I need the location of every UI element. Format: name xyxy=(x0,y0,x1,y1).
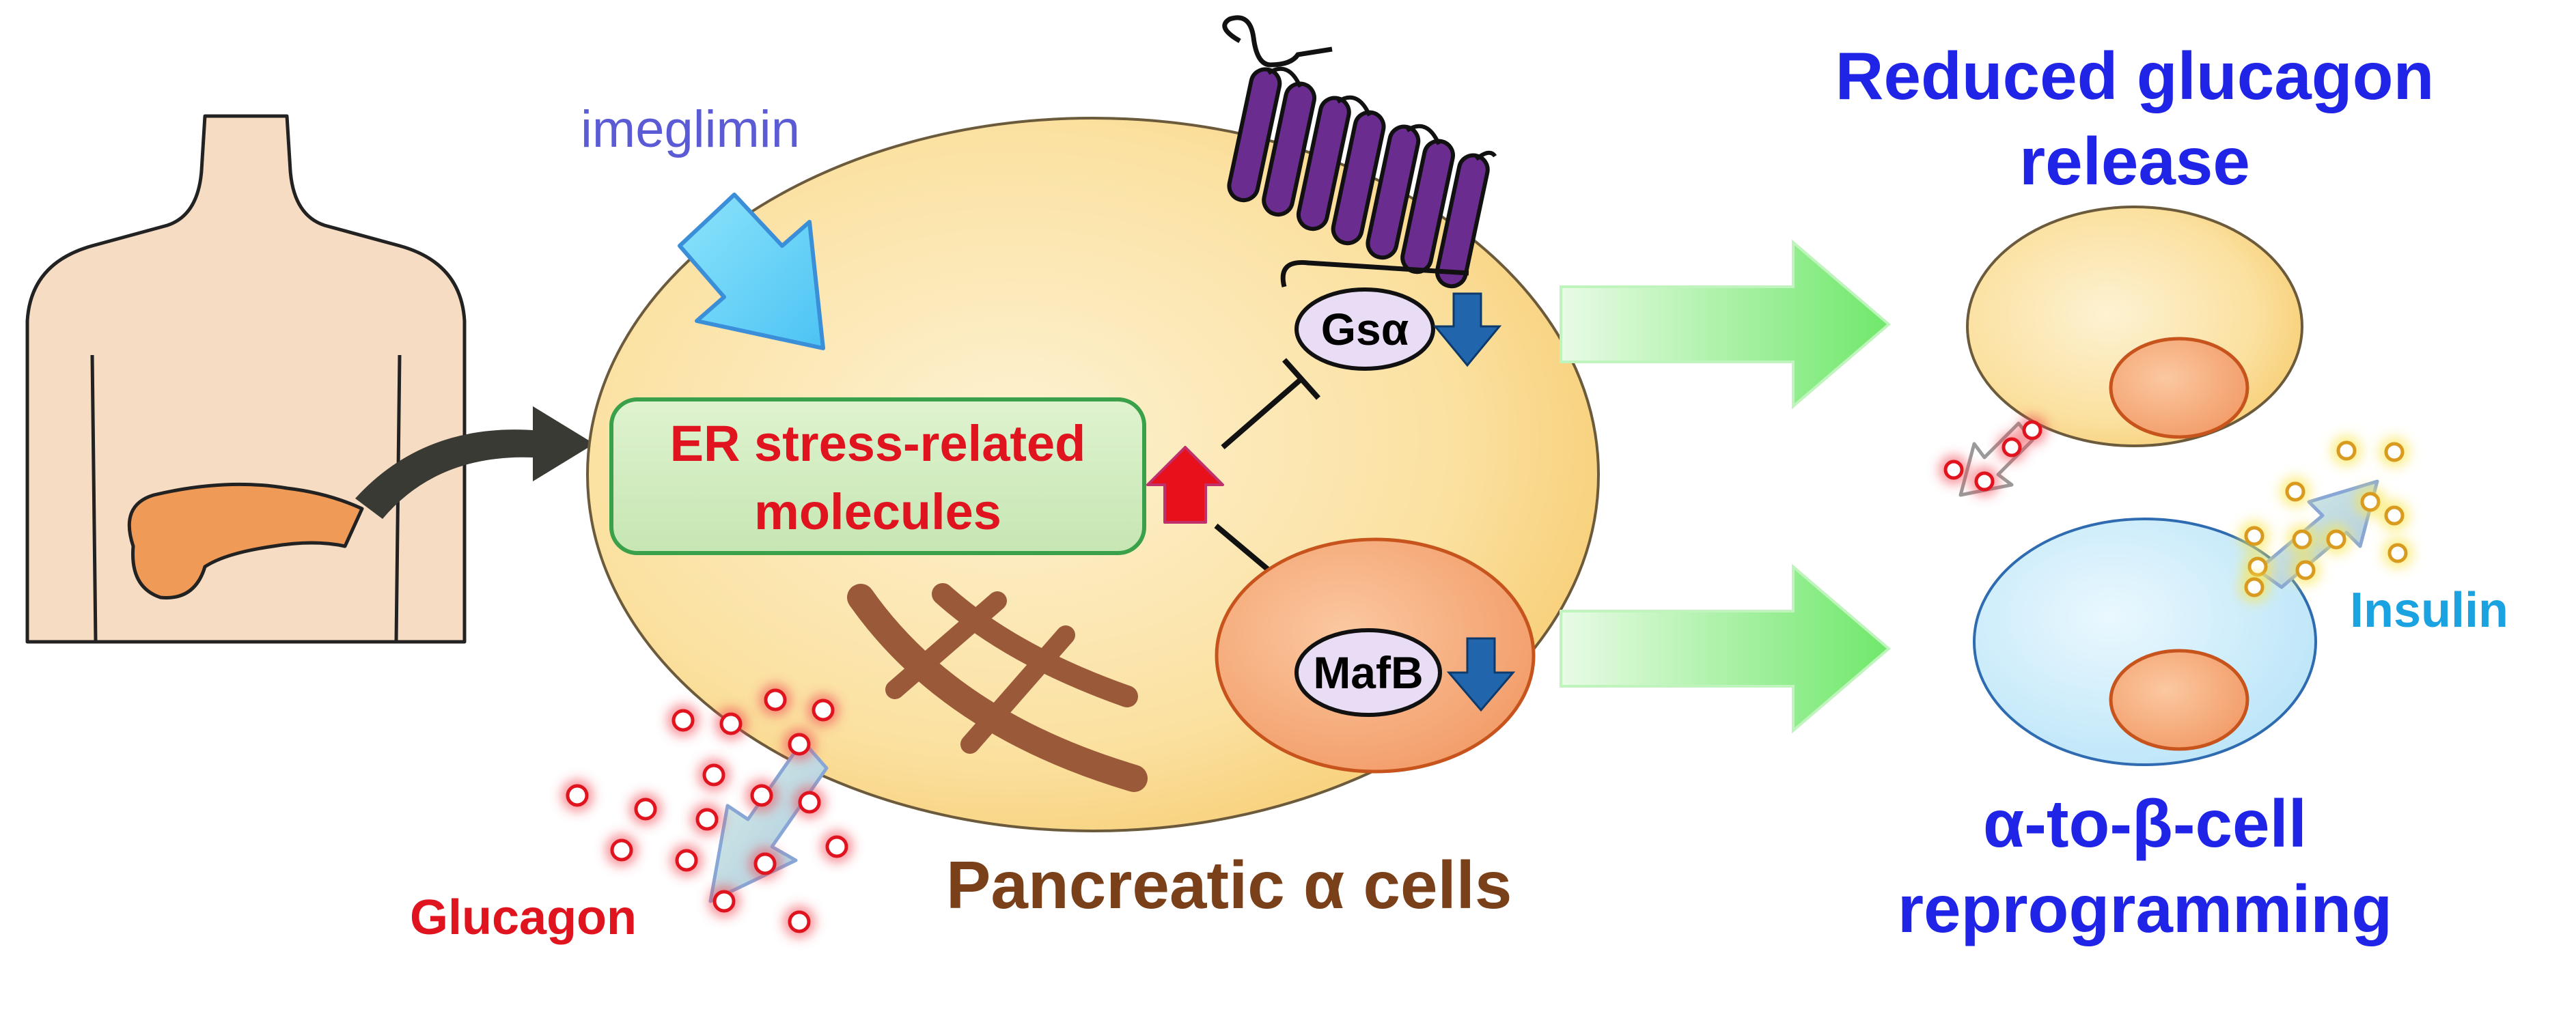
glucagon-release-arrow xyxy=(708,739,829,903)
reprogrammed-beta-cell-nucleus xyxy=(2109,649,2249,751)
gsa-decrease-arrow xyxy=(1432,292,1502,367)
granule xyxy=(2387,543,2408,563)
mafb-oval xyxy=(1294,628,1442,717)
mafb-label: MafB xyxy=(1313,647,1423,698)
granule xyxy=(2360,492,2381,512)
granule xyxy=(764,688,787,711)
golgi-apparatus-icon xyxy=(847,583,1148,792)
granule xyxy=(2285,481,2305,502)
outcome-top-line1: Reduced glucagon xyxy=(1836,38,2435,113)
reduced-glucagon-granules xyxy=(1939,415,2047,496)
granule xyxy=(675,849,698,872)
pancreas-illustration xyxy=(127,482,364,599)
granule xyxy=(695,808,719,831)
pancreas-to-cell-arrow xyxy=(355,406,594,519)
outcome-top-line2: release xyxy=(2019,124,2250,199)
imeglimin-label: imeglimin xyxy=(581,100,800,158)
granule xyxy=(719,712,743,735)
granule xyxy=(812,698,835,722)
human-torso-illustration xyxy=(25,114,467,644)
granule xyxy=(1943,460,1964,480)
granule xyxy=(634,798,657,821)
granule xyxy=(1974,471,1995,492)
outcome-bottom-line2: reprogramming xyxy=(1898,871,2392,946)
granule xyxy=(566,784,589,807)
granule xyxy=(2292,529,2312,550)
gsa-label: Gsα xyxy=(1321,304,1409,354)
mafb-decrease-arrow xyxy=(1446,637,1516,712)
granule xyxy=(671,709,695,732)
granule xyxy=(2384,505,2405,526)
gsa-oval xyxy=(1294,287,1435,371)
imeglimin-arrow xyxy=(678,193,825,350)
granule xyxy=(2244,526,2265,546)
granule xyxy=(712,890,736,913)
granule xyxy=(753,852,777,875)
reduced-alpha-cell-nucleus xyxy=(2109,337,2249,439)
inhibit-gsa-line xyxy=(1221,358,1320,450)
granule xyxy=(2244,577,2265,597)
er-increase-arrow xyxy=(1146,446,1224,524)
insulin-granules xyxy=(2239,436,2413,602)
granule xyxy=(2384,442,2405,462)
granule xyxy=(825,835,848,858)
outcome-bottom-line1: α-to-β-cell xyxy=(1983,786,2307,861)
insulin-label: Insulin xyxy=(2350,583,2508,638)
granule xyxy=(2002,437,2022,457)
big-arrow-bottom xyxy=(1560,563,1892,734)
granule xyxy=(610,838,633,862)
er-stress-box xyxy=(609,397,1146,555)
er-stress-line2: molecules xyxy=(754,483,1001,540)
granule xyxy=(2022,420,2042,440)
er-stress-line1: ER stress-related xyxy=(670,415,1086,472)
granule xyxy=(702,763,725,787)
granule xyxy=(2336,440,2357,461)
big-arrow-top xyxy=(1560,239,1892,410)
alpha-cells-label: Pancreatic α cells xyxy=(946,847,1512,922)
glucagon-granules xyxy=(561,683,853,938)
granule xyxy=(2295,560,2316,580)
granule xyxy=(798,791,821,814)
granule xyxy=(788,733,811,756)
receptor-icon xyxy=(1222,15,1497,289)
granule xyxy=(2326,529,2346,550)
glucagon-label: Glucagon xyxy=(410,890,637,945)
granule xyxy=(750,784,773,807)
granule xyxy=(788,910,811,933)
